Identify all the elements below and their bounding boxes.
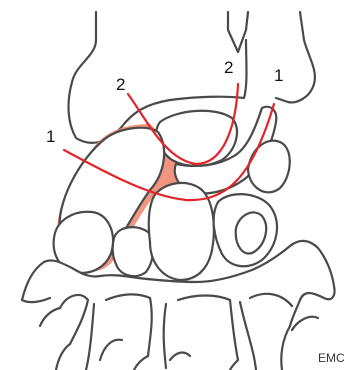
- lunate-bone: [156, 111, 237, 166]
- arc1-label-left: 1: [46, 127, 55, 146]
- arc2-label-right: 2: [224, 58, 233, 77]
- trapezoid-bone: [113, 227, 153, 276]
- capitate-bone: [149, 183, 214, 280]
- arc2-label-left: 2: [116, 75, 125, 94]
- arc1-label-right: 1: [274, 66, 283, 85]
- watermark-text: EMC: [318, 351, 344, 365]
